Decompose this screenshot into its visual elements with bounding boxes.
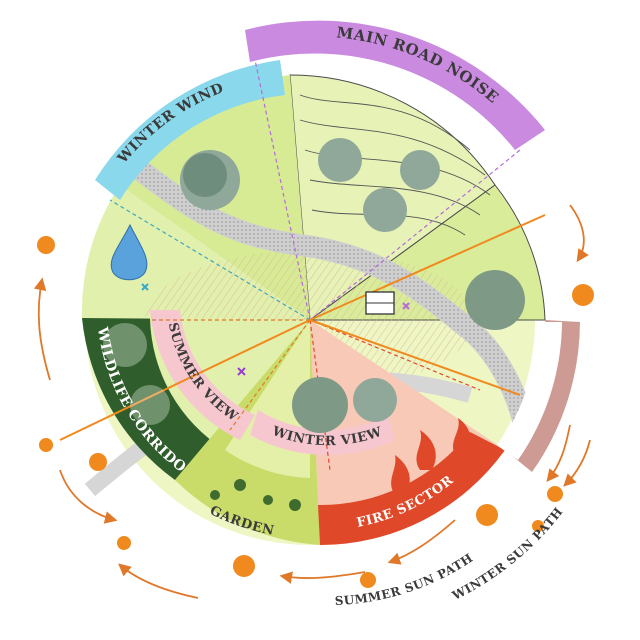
water-drop-icon bbox=[110, 223, 148, 281]
wildlife-trees bbox=[103, 323, 170, 425]
arrow-icon bbox=[33, 204, 591, 599]
sun-rays bbox=[59, 214, 546, 441]
hot-summer-wind-inner bbox=[498, 322, 562, 460]
road-texture bbox=[134, 161, 535, 432]
summer-sun-path-label: SUMMER SUN PATH bbox=[334, 551, 475, 608]
sector-rays bbox=[109, 59, 521, 471]
winter-wind-band bbox=[95, 60, 285, 200]
tree-icon bbox=[180, 138, 525, 433]
sun-icon bbox=[37, 236, 594, 588]
garden-plants bbox=[210, 479, 301, 511]
summer-view-band bbox=[150, 310, 255, 440]
flame-icon bbox=[391, 418, 471, 496]
fire-band bbox=[318, 432, 505, 545]
cross-markers bbox=[141, 283, 410, 376]
road-noise-band bbox=[245, 20, 545, 150]
